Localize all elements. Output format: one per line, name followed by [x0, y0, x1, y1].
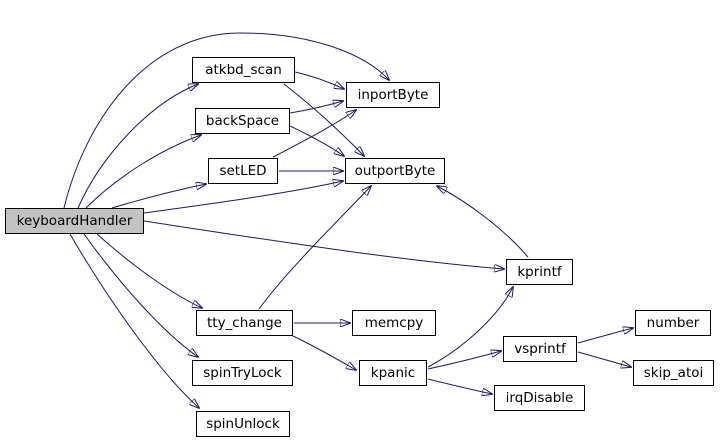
node-outportByte[interactable]: outportByte [345, 158, 445, 184]
edge-keyboardHandler-tty_change [96, 233, 202, 308]
edge-kpanic-irqDisable [427, 378, 492, 394]
node-skip_atoi[interactable]: skip_atoi [633, 360, 714, 386]
node-irqDisable[interactable]: irqDisable [494, 385, 585, 411]
edge-keyboardHandler-spinTryLock [83, 233, 198, 357]
edge-atkbd_scan-inportByte [294, 71, 344, 89]
edge-keyboardHandler-kprintf [143, 220, 504, 269]
node-spinTryLock[interactable]: spinTryLock [192, 360, 293, 386]
edge-keyboardHandler-inportByte [63, 32, 389, 209]
edge-setLED-inportByte [272, 110, 356, 158]
node-atkbd_scan[interactable]: atkbd_scan [192, 57, 295, 83]
node-memcpy[interactable]: memcpy [352, 310, 436, 336]
node-spinUnlock[interactable]: spinUnlock [196, 411, 290, 437]
edge-keyboardHandler-backSpace [85, 135, 201, 209]
edge-keyboardHandler-setLED [111, 184, 206, 209]
edge-vsprintf-number [577, 328, 633, 344]
edge-keyboardHandler-spinUnlock [69, 233, 199, 408]
edge-kpanic-vsprintf [427, 351, 501, 370]
node-kprintf[interactable]: kprintf [506, 259, 573, 285]
node-backSpace[interactable]: backSpace [195, 108, 290, 134]
edge-keyboardHandler-atkbd_scan [77, 84, 198, 209]
node-setLED[interactable]: setLED [208, 158, 278, 184]
edge-atkbd_scan-outportByte [283, 83, 364, 156]
edge-tty_change-outportByte [258, 186, 371, 310]
node-inportByte[interactable]: inportByte [346, 82, 440, 108]
node-keyboardHandler: keyboardHandler [5, 208, 144, 234]
edge-tty_change-kpanic [292, 335, 356, 370]
node-kpanic[interactable]: kpanic [359, 360, 427, 386]
edge-vsprintf-skip_atoi [577, 351, 631, 367]
edge-keyboardHandler-outportByte [143, 181, 343, 214]
edge-kpanic-kprintf [427, 287, 513, 368]
edge-backSpace-inportByte [289, 101, 343, 114]
node-tty_change[interactable]: tty_change [196, 310, 293, 336]
edge-backSpace-outportByte [289, 125, 344, 156]
node-vsprintf[interactable]: vsprintf [503, 336, 577, 362]
edge-kprintf-outportByte [437, 186, 529, 258]
node-number[interactable]: number [635, 310, 711, 336]
